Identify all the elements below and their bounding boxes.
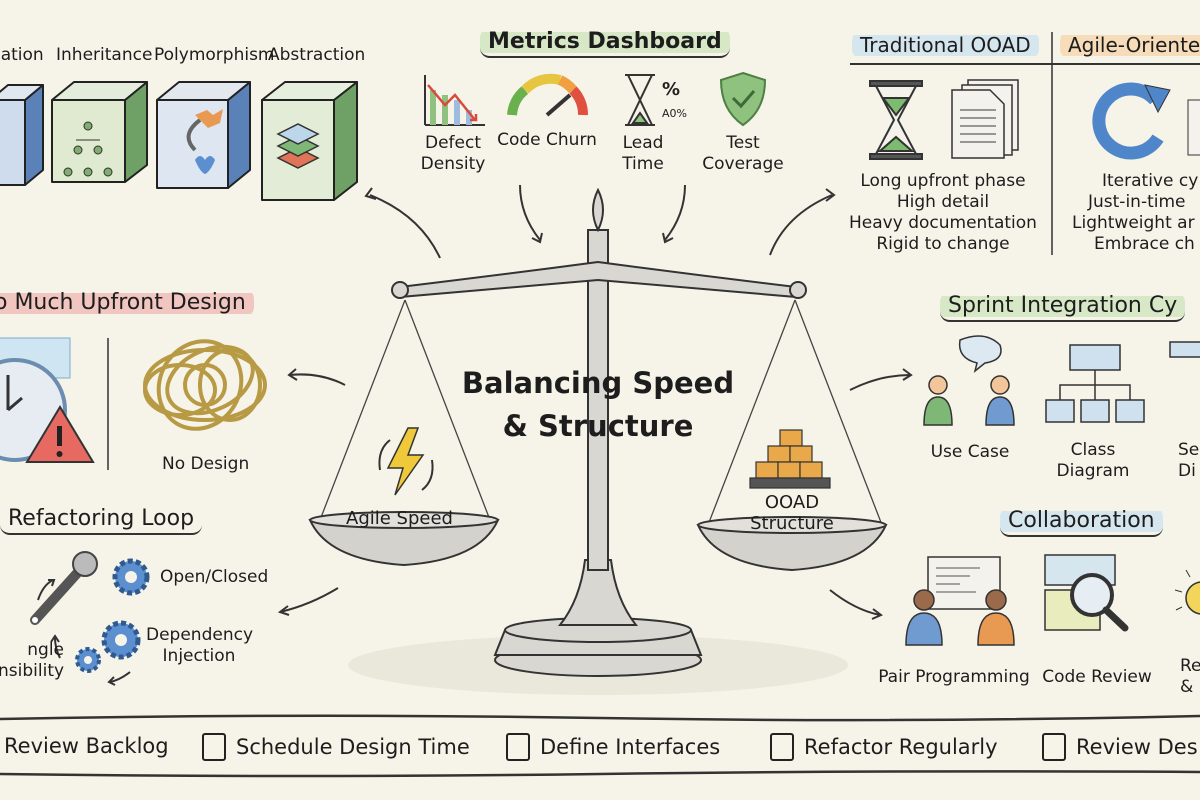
arrow-to-antipatterns bbox=[289, 373, 346, 386]
documents-icon bbox=[951, 79, 1019, 159]
checkbox[interactable] bbox=[770, 733, 794, 761]
document-icon bbox=[1187, 99, 1200, 156]
checklist-label: Define Interfaces bbox=[540, 735, 721, 759]
agile-oriented-title: Agile-Oriented bbox=[1060, 31, 1200, 59]
refactoring-graphics bbox=[30, 551, 150, 686]
checklist-item-define-interfaces[interactable]: Define Interfaces bbox=[506, 733, 720, 761]
hierarchy-people-icon bbox=[63, 121, 113, 177]
arrow-to-pillars bbox=[369, 194, 441, 259]
checklist-item-refactor-regularly[interactable]: Refactor Regularly bbox=[770, 733, 998, 761]
checkbox[interactable] bbox=[202, 733, 226, 761]
pillar-label-inheritance: Inheritance bbox=[56, 45, 153, 65]
agile-speed-label: Agile Speed bbox=[346, 508, 453, 529]
pillar-cubes bbox=[0, 81, 358, 201]
shield-check-icon bbox=[719, 71, 767, 127]
checklist-label: Review Des bbox=[1076, 735, 1198, 759]
gear-icon-open-closed bbox=[112, 558, 150, 596]
antipattern-graphics bbox=[0, 337, 267, 470]
lightning-icon bbox=[378, 427, 434, 496]
metrics-title: Metrics Dashboard bbox=[480, 28, 730, 58]
traditional-ooad-title: Traditional OOAD bbox=[852, 31, 1039, 59]
checklist-borders bbox=[0, 714, 1200, 778]
sequence-diagram-icon bbox=[1169, 341, 1200, 358]
class-diagram-icon bbox=[1045, 344, 1145, 423]
checklist-label: Review Backlog bbox=[4, 734, 169, 758]
iteration-cycle-icon bbox=[1092, 82, 1171, 160]
layers-icon bbox=[276, 123, 320, 169]
pillar-label-polymorphism: Polymorphism bbox=[154, 45, 275, 65]
gauge-icon bbox=[507, 73, 588, 117]
collab-code-review: Code Review bbox=[1042, 667, 1152, 687]
collab-pair-programming: Pair Programming bbox=[878, 667, 1030, 687]
arrow-to-collaboration bbox=[829, 589, 881, 616]
bar-chart-down-icon bbox=[424, 75, 485, 126]
scale-stand bbox=[557, 559, 639, 626]
checklist-label: Refactor Regularly bbox=[804, 735, 998, 759]
metrics-icons: % A0% bbox=[424, 71, 767, 127]
gear-icon-single bbox=[75, 647, 101, 673]
pillar-label-abstraction: Abstraction bbox=[268, 45, 366, 65]
checklist-label: Schedule Design Time bbox=[236, 735, 470, 759]
balance-scale bbox=[277, 184, 913, 695]
lightbulb-icon bbox=[1174, 569, 1200, 615]
scale-finial bbox=[592, 187, 604, 233]
sprint-graphics bbox=[923, 335, 1200, 426]
code-review-icon bbox=[1044, 554, 1129, 632]
collaboration-title: Collaboration bbox=[1000, 507, 1163, 537]
sprint-integration-title: Sprint Integration Cy bbox=[940, 292, 1186, 322]
center-title: Balancing Speed& Structure bbox=[461, 366, 735, 443]
cube-inheritance bbox=[51, 81, 148, 183]
left-pan bbox=[308, 519, 500, 567]
warning-icon bbox=[25, 405, 95, 463]
too-much-upfront-design-title: o Much Upfront Design bbox=[0, 289, 254, 317]
checklist-item-review-backlog[interactable]: Review Backlog bbox=[4, 733, 169, 759]
bricks-icon bbox=[749, 429, 831, 489]
hourglass-icon bbox=[625, 74, 655, 126]
checkbox[interactable] bbox=[1042, 733, 1066, 761]
open-closed-label: Open/Closed bbox=[160, 567, 269, 587]
sprint-use-case: Use Case bbox=[930, 442, 1010, 462]
wrench-icon bbox=[30, 551, 98, 625]
cube-encapsulation bbox=[0, 84, 44, 186]
checklist-item-schedule-design-time[interactable]: Schedule Design Time bbox=[202, 733, 470, 761]
hourglass-icon bbox=[869, 80, 923, 160]
tangled-yarn-icon bbox=[143, 339, 267, 431]
arrow-from-metrics-right bbox=[664, 184, 686, 241]
checkbox[interactable] bbox=[506, 733, 530, 761]
refactoring-loop-title: Refactoring Loop bbox=[0, 505, 203, 535]
pair-programming-icon bbox=[905, 556, 1015, 646]
arrow-to-sprint bbox=[849, 374, 911, 391]
arrow-to-comparison bbox=[769, 194, 833, 256]
comparison-graphics bbox=[850, 32, 1200, 255]
metric-code-churn: Code Churn bbox=[497, 130, 597, 150]
use-case-people-icon bbox=[923, 335, 1015, 426]
arrow-to-refactoring bbox=[279, 587, 339, 613]
lead-time-percent-value: A0% bbox=[662, 107, 687, 120]
lead-time-percent: % bbox=[662, 79, 680, 100]
scale-chains bbox=[319, 299, 883, 526]
pillar-label-encapsulation: lation bbox=[0, 45, 44, 65]
cycle-arrows-icon bbox=[37, 579, 131, 686]
no-design-label: No Design bbox=[162, 454, 250, 474]
collab-retrospective: Re& bbox=[1180, 656, 1200, 697]
checklist-item-review-design[interactable]: Review Des bbox=[1042, 733, 1198, 761]
connector-arrows bbox=[277, 184, 913, 620]
gear-icon-dependency bbox=[101, 620, 141, 660]
right-pan bbox=[696, 524, 888, 572]
shape-morph-icon bbox=[186, 109, 223, 174]
arrow-from-metrics-left bbox=[519, 184, 541, 241]
collaboration-graphics bbox=[905, 554, 1200, 646]
